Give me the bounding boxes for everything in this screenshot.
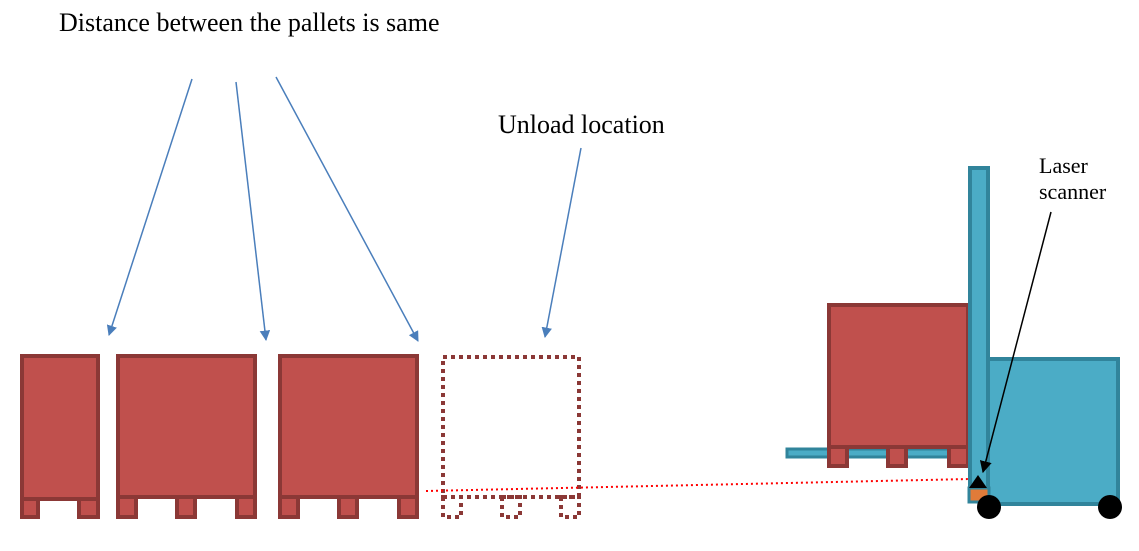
forklift bbox=[785, 166, 1122, 519]
laser-scanner-label-line1: Laser bbox=[1039, 153, 1088, 178]
laser-scan-line bbox=[425, 478, 971, 492]
unload-location-label: Unload location bbox=[498, 110, 665, 139]
laser-scanner-label-line2: scanner bbox=[1039, 179, 1107, 204]
carried-pallet bbox=[827, 303, 970, 468]
front-wheel bbox=[977, 495, 1001, 519]
forklift-mast bbox=[968, 166, 990, 492]
pointer-arrow-3 bbox=[275, 76, 419, 342]
rear-wheel bbox=[1098, 495, 1122, 519]
scanner-triangle-icon bbox=[969, 475, 987, 488]
pointer-arrow-1 bbox=[106, 78, 193, 336]
pallet-3 bbox=[278, 354, 419, 519]
pallet-1 bbox=[20, 354, 100, 519]
unload-location-outline bbox=[441, 355, 581, 519]
pointer-arrow-2 bbox=[235, 81, 271, 342]
forklift-fork bbox=[785, 447, 972, 459]
scanner-pointer-arrow bbox=[979, 211, 1052, 474]
pallet-2 bbox=[116, 354, 257, 519]
title-label: Distance between the pallets is same bbox=[59, 8, 440, 37]
laser-scanner-label: Laser scanner bbox=[1039, 153, 1106, 205]
pointer-arrow-unload bbox=[541, 147, 582, 339]
